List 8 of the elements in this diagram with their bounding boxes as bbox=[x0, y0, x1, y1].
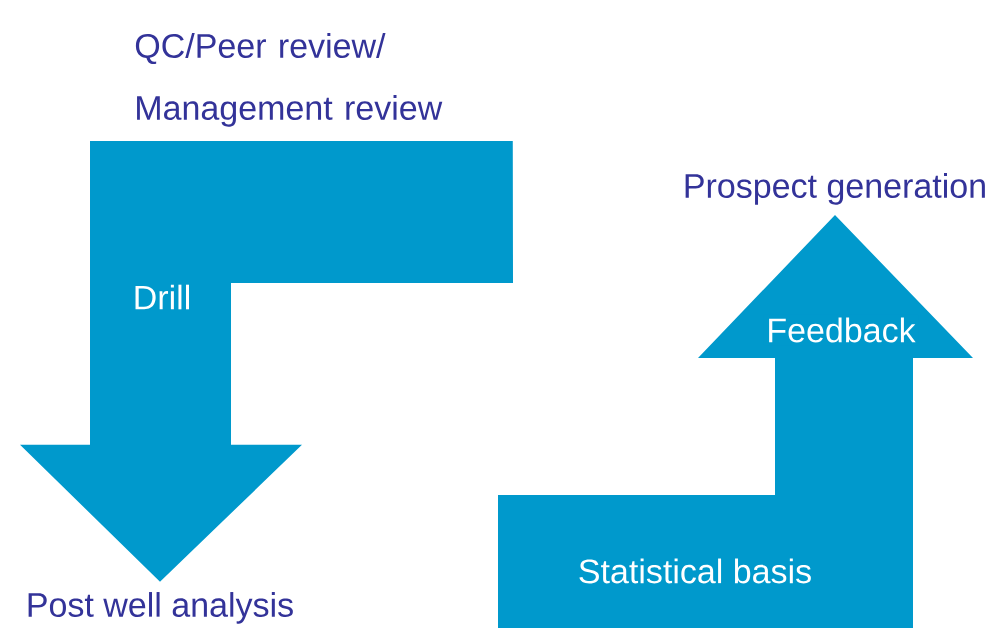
heading-text: Post well analysis bbox=[28, 592, 293, 624]
heading-text: QC/Peer review/ Management review bbox=[135, 33, 443, 127]
arrow-label: Statistical basis bbox=[579, 558, 811, 584]
bent-arrow bbox=[498, 215, 973, 628]
edge-label: Feedback bbox=[763, 314, 919, 346]
bent-arrow bbox=[20, 141, 513, 582]
heading-text: Prospect generation bbox=[685, 173, 985, 205]
edge-label: Drill bbox=[130, 282, 194, 312]
